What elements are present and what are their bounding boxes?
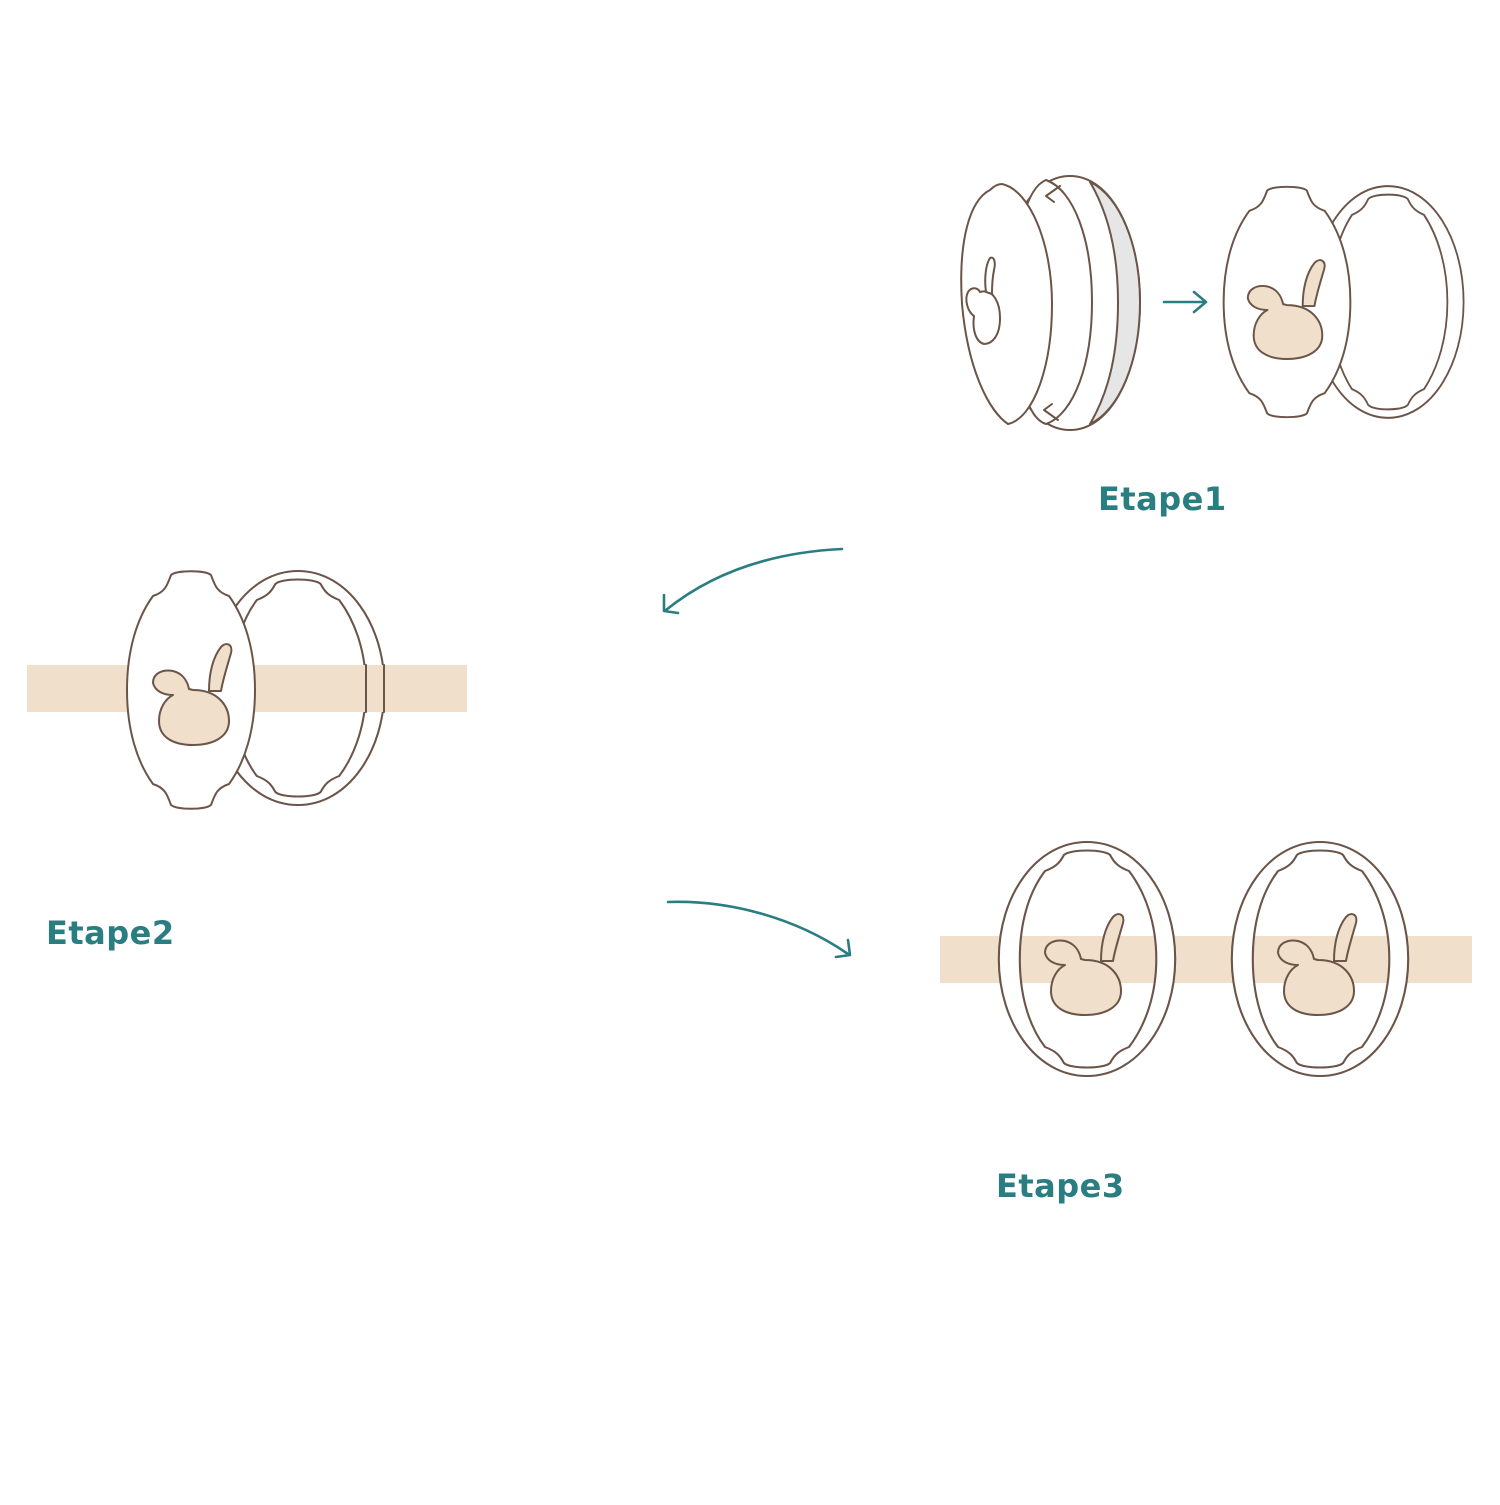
step3-label: Etape3 <box>996 1167 1125 1205</box>
stacked-clips-icon <box>960 175 1141 431</box>
step1-illustration <box>960 175 1465 431</box>
curved-arrow-icon <box>666 900 852 959</box>
curved-arrow-icon <box>662 547 844 615</box>
step2-label: Etape2 <box>46 914 175 952</box>
strap-icon <box>940 936 1472 983</box>
step2-illustration <box>27 569 467 810</box>
step1-label: Etape1 <box>1098 480 1227 518</box>
separated-clip-icon <box>1222 185 1465 419</box>
step3-illustration <box>940 840 1472 1078</box>
arrow-icon <box>1162 290 1208 314</box>
